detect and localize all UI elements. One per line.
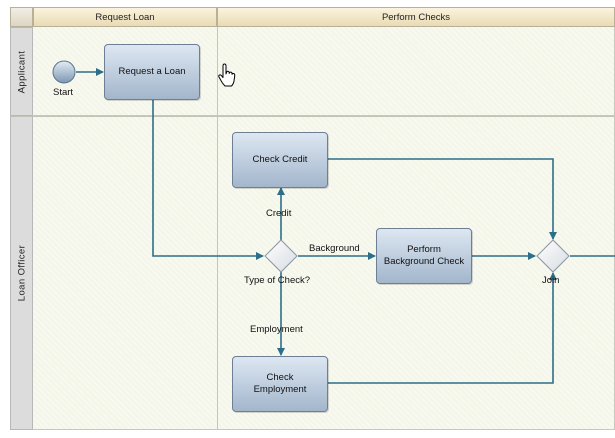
hand-pointer-icon (218, 63, 236, 87)
flow-credit-to-join (328, 158, 557, 240)
header-corner (10, 7, 33, 27)
flow-request-to-gateway (152, 100, 264, 260)
task-check-employment[interactable]: Check Employment (232, 356, 328, 412)
gateway-type-of-check-label: Type of Check? (244, 275, 311, 286)
gateway-type-of-check-icon (264, 239, 298, 273)
task-label: Check Credit (252, 154, 308, 165)
task-label: Check Employment (253, 372, 307, 395)
gateway-join-label: Join (542, 275, 560, 286)
flow-label-credit: Credit (266, 208, 292, 219)
column-header-label: Perform Checks (381, 12, 451, 23)
column-divider (217, 27, 218, 430)
lane-header-applicant[interactable]: Applicant (10, 27, 33, 116)
gateway-join-icon (536, 239, 570, 273)
flow-label-background: Background (309, 243, 360, 254)
task-label: Request a Loan (118, 66, 186, 77)
task-check-credit[interactable]: Check Credit (232, 132, 328, 188)
flow-employment-to-join (328, 272, 557, 384)
lane-divider (10, 116, 615, 117)
task-label: Perform Background Check (383, 244, 465, 267)
start-event-label: Start (53, 87, 74, 98)
task-perform-background-check[interactable]: Perform Background Check (376, 228, 472, 284)
start-event-icon (52, 60, 76, 84)
flow-label-employment: Employment (250, 324, 303, 335)
column-header-label: Request Loan (95, 12, 155, 23)
column-header-request-loan[interactable]: Request Loan (33, 7, 217, 27)
task-request-a-loan[interactable]: Request a Loan (104, 44, 200, 100)
